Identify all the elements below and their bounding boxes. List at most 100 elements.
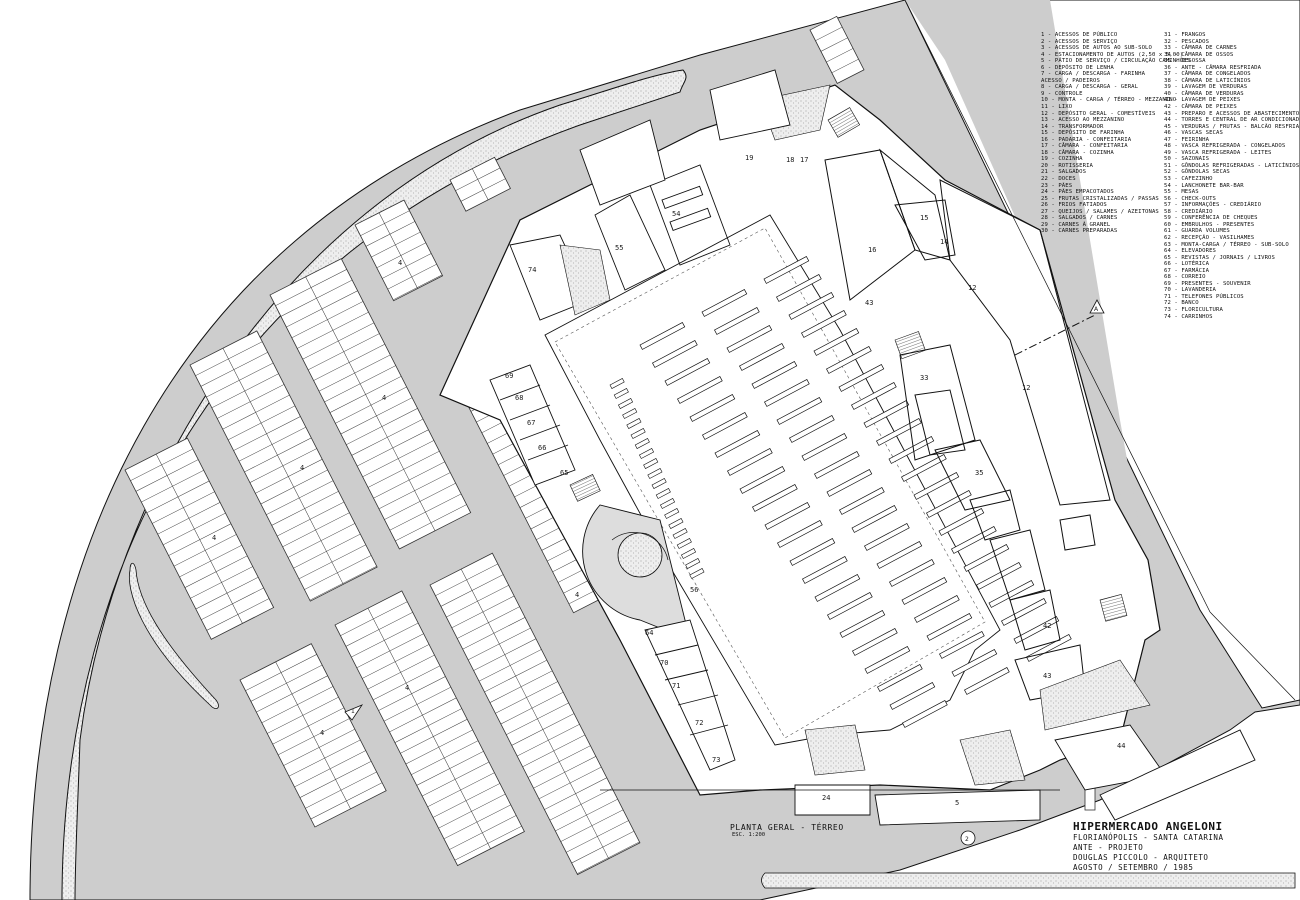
legend-item: 55 - MESAS — [1164, 189, 1199, 196]
gondola-shelves — [639, 255, 1072, 728]
legend-item: 50 - SAZONAIS — [1164, 156, 1210, 163]
parking-stall-divider — [249, 448, 317, 483]
parking-stall-divider — [141, 470, 204, 503]
parking-stall-divider — [299, 761, 372, 798]
parking-stall-divider — [260, 469, 328, 505]
room-label-54: 54 — [672, 210, 680, 218]
parking-stall-divider — [346, 408, 418, 445]
gondola-shelf — [863, 399, 910, 428]
gondola-shelf — [739, 465, 786, 494]
parking-stall-divider — [522, 734, 586, 767]
parking-stall-divider — [351, 622, 419, 658]
room-label-43: 43 — [865, 299, 873, 307]
parking-stall-divider — [462, 617, 526, 650]
legend-item: 7 - CARGA / DESCARGA - FARINHA — [1041, 71, 1146, 78]
gondola-shelf — [764, 378, 810, 407]
parking-stall-divider — [395, 504, 467, 542]
room-label-4: 4 — [398, 259, 402, 267]
legend-item: 31 - FRANGOS — [1164, 32, 1206, 38]
parking-stall-divider — [309, 565, 377, 601]
parking-stall-divider — [163, 512, 226, 546]
parking-stall-divider — [393, 274, 443, 301]
parking-stall-divider — [146, 480, 210, 513]
planting-bed-left — [559, 244, 611, 316]
parking-stall-divider — [506, 702, 569, 735]
legend-item: 30 - CARNES PREPARADAS — [1041, 228, 1118, 235]
sales-floor-dash — [554, 227, 986, 739]
parking-stall-divider — [378, 676, 446, 711]
parking-stall-divider — [351, 418, 424, 456]
legend-item: 65 - REVISTAS / JORNAIS / LIVROS — [1164, 254, 1275, 261]
parking-stall-divider — [256, 675, 328, 713]
checkout-lane — [617, 398, 634, 409]
gondola-shelf — [864, 645, 911, 674]
parking-stall-divider — [211, 373, 279, 408]
gondola-shelf — [652, 339, 698, 368]
legend-item: 39 - LAVAGEM DE VERDURAS — [1164, 84, 1248, 91]
legend-item: 12 - DEPÓSITO GERAL - COMESTÍVEIS — [1041, 110, 1156, 117]
parking-stall-divider — [389, 697, 457, 733]
parking-stall-divider — [400, 719, 468, 754]
parking-stall-divider — [454, 825, 522, 861]
parking-stall-divider — [511, 713, 575, 746]
parking-stall-divider — [291, 301, 364, 338]
room-label-5: 5 — [955, 799, 959, 807]
site-boundary — [600, 0, 1296, 791]
planting-bed-bottom — [804, 724, 866, 776]
parking-stall-divider — [500, 692, 564, 725]
legend-item: 9 - CONTROLE — [1041, 90, 1083, 97]
parking-stall-divider — [305, 771, 377, 809]
checkout-lane — [685, 558, 701, 569]
parking-stall-divider — [427, 772, 495, 807]
parking-stall-divider — [206, 598, 270, 631]
legend-item: 33 - CÂMARA DE CARNES — [1164, 45, 1237, 52]
room-label-4: 4 — [382, 394, 386, 402]
parking-stall-divider — [277, 501, 345, 537]
parking-stall-divider — [302, 322, 375, 360]
parking-stall-divider — [287, 523, 355, 558]
parking-stall-divider — [200, 352, 268, 387]
legend-item: 41 - LAVAGEM DE PEIXES — [1164, 97, 1241, 104]
legend-item: 40 - CÂMARA DE VERDURAS — [1164, 90, 1244, 97]
parking-stall-divider — [517, 724, 580, 757]
room-label-4: 4 — [212, 534, 216, 542]
project-architect: DOUGLAS PICCOLO - ARQUITETO — [1073, 853, 1209, 862]
legend-item: 19 - COZINHA — [1041, 156, 1083, 163]
parking-stall-divider — [250, 664, 323, 702]
parking-stall-divider — [190, 566, 253, 599]
room-label-4: 4 — [300, 464, 304, 472]
parking-stall-divider — [373, 461, 445, 499]
parking-stall-divider — [340, 601, 408, 636]
parking-stall-divider — [376, 242, 426, 268]
parking-stall-divider — [449, 815, 517, 850]
legend-item: 17 - CÂMARA - CONFEITARIA — [1041, 143, 1128, 150]
legend-item: 14 - TRANSFORMADOR — [1041, 123, 1104, 130]
room-label-72: 72 — [695, 719, 703, 727]
legend-item: 27 - QUEIJOS / SALAMES / AZEITONAS — [1041, 208, 1159, 215]
project-date: AGOSTO / SETEMBRO / 1985 — [1073, 863, 1194, 872]
legend-item: 23 - PÃES — [1041, 182, 1073, 189]
parking-stall-divider — [345, 612, 413, 647]
legend-item: 4 - ESTACIONAMENTO DE AUTOS (2,50 x 5,00… — [1041, 51, 1184, 58]
gondola-shelf — [913, 471, 960, 500]
gondola-shelf — [813, 327, 860, 356]
parking-stall-divider — [238, 426, 306, 462]
section-marker-a: A — [1089, 299, 1105, 314]
gondola-shelf — [664, 357, 711, 386]
room-label-33: 33 — [920, 374, 928, 382]
parking-stall-divider — [313, 344, 385, 381]
legend-item: 26 - FRIOS FATIADOS — [1041, 202, 1107, 209]
project-title: HIPERMERCADO ANGELONI — [1073, 820, 1223, 833]
room-label-15: 15 — [920, 214, 928, 222]
legend-item: 1 - ACESSOS DE PÚBLICO — [1041, 32, 1118, 38]
legend-item: 60 - EMBRULHOS - PRESENTES — [1164, 221, 1255, 228]
bottom-strip — [761, 872, 1296, 889]
checkout-lane — [630, 428, 646, 439]
project-location: FLORIANÓPOLIS - SANTA CATARINA — [1073, 833, 1224, 842]
parking-stall-divider — [815, 26, 843, 41]
parking-stall-divider — [286, 290, 358, 328]
parking-stall-divider — [468, 627, 531, 661]
parking-stall-divider — [495, 681, 558, 714]
gondola-shelf — [751, 360, 798, 389]
parking-stall-divider — [360, 210, 410, 236]
